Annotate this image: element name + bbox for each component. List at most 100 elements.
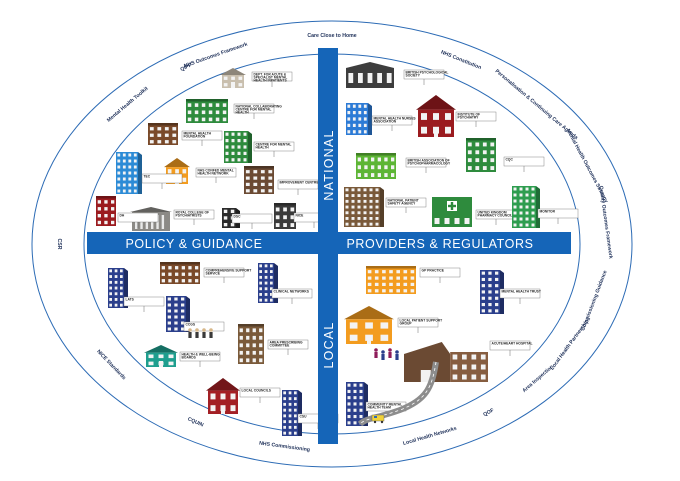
window [345, 217, 349, 220]
window [369, 222, 373, 226]
window [467, 166, 472, 170]
window [270, 298, 273, 302]
window [283, 391, 286, 395]
window [349, 334, 358, 341]
window [482, 166, 487, 170]
people-figures [374, 348, 399, 360]
window [403, 270, 408, 274]
window [374, 270, 379, 274]
window [353, 396, 357, 400]
sign-label: MONITOR [540, 210, 556, 214]
window [237, 139, 241, 143]
window [195, 279, 199, 283]
ring-label: NHS Outcomes Framework [183, 41, 248, 69]
window [133, 171, 137, 175]
window [357, 222, 361, 226]
window [201, 110, 206, 115]
window [481, 284, 485, 288]
window [188, 279, 192, 283]
window [389, 276, 393, 280]
window [238, 76, 243, 80]
window [357, 194, 361, 197]
window [488, 277, 492, 281]
window [375, 194, 379, 197]
window [482, 158, 487, 163]
policy-guidance-label: POLICY & GUIDANCE [125, 237, 262, 251]
window [168, 361, 174, 366]
window [288, 397, 292, 401]
window [445, 126, 451, 134]
window [359, 402, 363, 406]
window [363, 117, 367, 121]
window [380, 322, 389, 329]
window [111, 214, 115, 218]
window [161, 272, 165, 276]
outer-ring [31, 20, 633, 468]
window [371, 165, 375, 170]
window [260, 182, 265, 186]
sign-label: LOCAL COUNCILS [242, 389, 272, 393]
window [237, 151, 241, 155]
window [382, 276, 386, 280]
window [389, 282, 393, 286]
window [288, 402, 292, 406]
window [367, 276, 372, 280]
window [294, 431, 297, 435]
window [268, 182, 273, 186]
window [525, 199, 529, 203]
window [117, 153, 121, 157]
window [114, 298, 118, 301]
signpost: ACUTE/HEART HOSPITAL [489, 340, 532, 356]
window [201, 117, 206, 122]
window [270, 287, 273, 291]
building-local-councils: LOCAL COUNCILS [206, 378, 281, 414]
sign-label: SERVICE [206, 272, 221, 276]
window [490, 142, 495, 147]
window [175, 272, 179, 276]
window [488, 284, 492, 288]
window [290, 207, 295, 212]
window [246, 335, 250, 340]
window [375, 217, 379, 220]
sign-label: DH [120, 214, 125, 218]
window [363, 130, 367, 134]
window [188, 272, 192, 276]
sign-label: HEALTH [256, 146, 270, 150]
window [358, 117, 362, 121]
window [513, 205, 517, 209]
window [445, 113, 451, 120]
window [120, 280, 123, 284]
window [194, 110, 199, 115]
window [364, 173, 368, 177]
window [245, 182, 250, 186]
window [181, 315, 185, 319]
window [167, 297, 171, 301]
window [238, 83, 243, 87]
window [480, 364, 486, 370]
window [182, 169, 187, 174]
window [264, 275, 268, 279]
window [104, 220, 108, 225]
sign-label: AREA PRESCRIBING [270, 341, 303, 345]
window [389, 289, 393, 293]
window [230, 393, 236, 400]
sign-label: CSU [300, 415, 308, 419]
sign-label: LOCAL PATIENT SUPPORT [400, 319, 443, 323]
window [149, 127, 154, 131]
window [467, 142, 472, 147]
window [345, 222, 349, 226]
window [230, 223, 235, 227]
window [531, 205, 535, 209]
window [208, 103, 213, 107]
window [133, 183, 137, 187]
window [239, 335, 243, 340]
window [363, 199, 367, 203]
window [245, 170, 250, 174]
sign-label: COMMUNITY MENTAL [368, 403, 403, 407]
national-label: NATIONAL [322, 129, 336, 200]
window [268, 189, 273, 193]
